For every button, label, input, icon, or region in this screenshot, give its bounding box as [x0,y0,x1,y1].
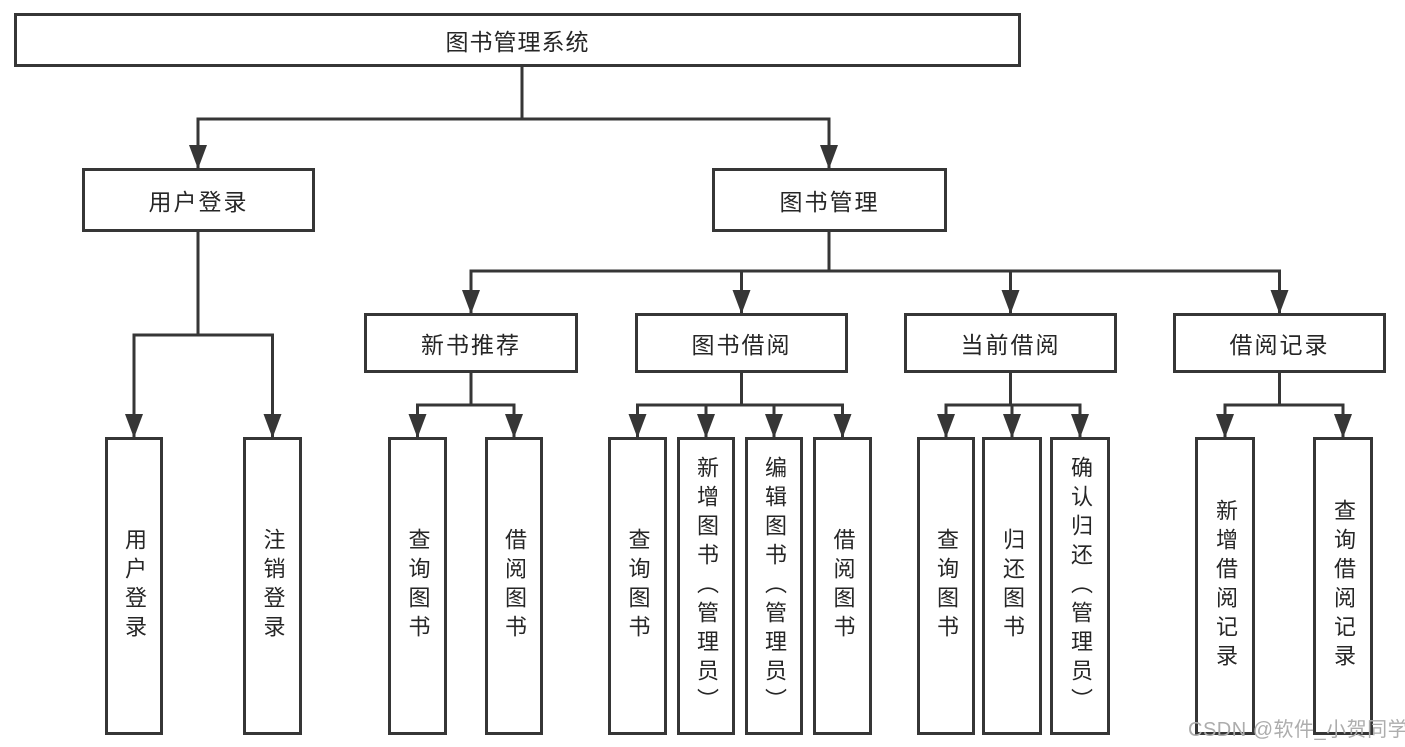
node-label: 新增图书（管理员） [694,455,719,717]
node-label: 编辑图书（管理员） [762,455,787,717]
leaf-add-borrow-record: 新增借阅记录 [1195,437,1255,735]
node-label: 图书管理系统 [445,29,590,55]
node-borrowing-records: 借阅记录 [1173,313,1386,373]
node-label: 用户登录 [148,189,249,215]
leaf-borrow-books-2: 借阅图书 [813,437,872,735]
leaf-query-books-2: 查询图书 [608,437,667,735]
node-label: 新书推荐 [421,332,521,358]
leaf-edit-books-admin: 编辑图书（管理员） [745,437,803,735]
leaf-add-books-admin: 新增图书（管理员） [677,437,735,735]
node-current-borrowing: 当前借阅 [904,313,1117,373]
node-label: 当前借阅 [960,332,1061,358]
node-label: 借阅记录 [1229,332,1330,358]
node-label: 查询图书 [934,528,959,644]
node-label: 查询借阅记录 [1331,499,1356,673]
node-label: 图书管理 [779,189,880,215]
node-label: 新增借阅记录 [1213,499,1238,673]
node-label: 借阅图书 [830,528,856,644]
node-label: 查询图书 [625,528,651,644]
node-user-login-branch: 用户登录 [82,168,315,232]
leaf-return-books: 归还图书 [982,437,1042,735]
node-book-management-branch: 图书管理 [712,168,947,232]
node-label: 图书借阅 [691,332,792,358]
node-label: 用户登录 [122,528,147,644]
leaf-logout: 注销登录 [243,437,302,735]
leaf-user-login: 用户登录 [105,437,163,735]
node-label: 借阅图书 [502,528,527,644]
leaf-query-books-1: 查询图书 [388,437,447,735]
leaf-confirm-return-admin: 确认归还（管理员） [1050,437,1110,735]
node-label: 归还图书 [1000,528,1025,644]
node-label: 确认归还（管理员） [1068,455,1093,717]
node-new-book-recommendation: 新书推荐 [364,313,578,373]
node-library-management-system: 图书管理系统 [14,13,1021,67]
leaf-query-borrow-record: 查询借阅记录 [1313,437,1373,735]
leaf-borrow-books-1: 借阅图书 [485,437,543,735]
node-book-borrowing: 图书借阅 [635,313,848,373]
node-label: 查询图书 [405,528,431,644]
node-label: 注销登录 [260,528,286,644]
leaf-query-books-3: 查询图书 [917,437,975,735]
csdn-watermark: CSDN @软件_小贺同学 [1188,719,1405,741]
